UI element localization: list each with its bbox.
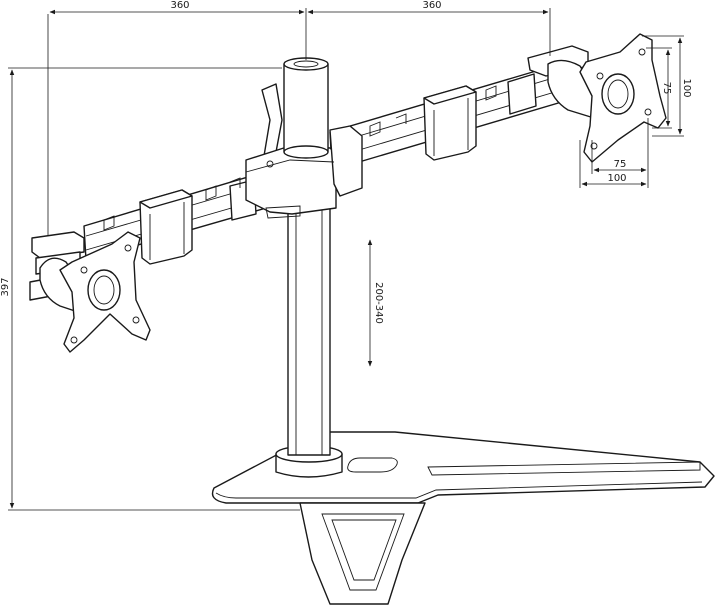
dim-label-left-arm: 360 — [170, 0, 189, 11]
stand-base — [211, 431, 715, 605]
right-arm — [329, 45, 605, 171]
dimension-right-arm: 360 — [307, 0, 551, 56]
center-hub — [245, 57, 363, 219]
dimension-left-arm: 360 — [47, 0, 307, 236]
dim-label-vesa-75-vertical: 75 — [661, 82, 672, 95]
left-arm — [29, 167, 281, 315]
dimension-vesa-horizontal: 75 100 — [579, 118, 649, 188]
dim-label-vesa-100-horizontal: 100 — [607, 173, 626, 184]
dimension-pole-range: 200-340 — [367, 239, 384, 367]
dim-label-total-height: 397 — [0, 277, 11, 296]
right-vesa-plate — [579, 33, 667, 163]
dim-label-vesa-100-vertical: 100 — [681, 78, 692, 97]
dimension-vesa-vertical: 75 100 — [642, 35, 692, 137]
dim-label-pole-range: 200-340 — [373, 282, 384, 324]
dimension-total-height: 397 — [0, 67, 300, 511]
vertical-pole — [287, 204, 331, 456]
left-vesa-plate — [59, 231, 151, 353]
dim-label-vesa-75-horizontal: 75 — [614, 159, 627, 170]
dim-label-right-arm: 360 — [422, 0, 441, 11]
